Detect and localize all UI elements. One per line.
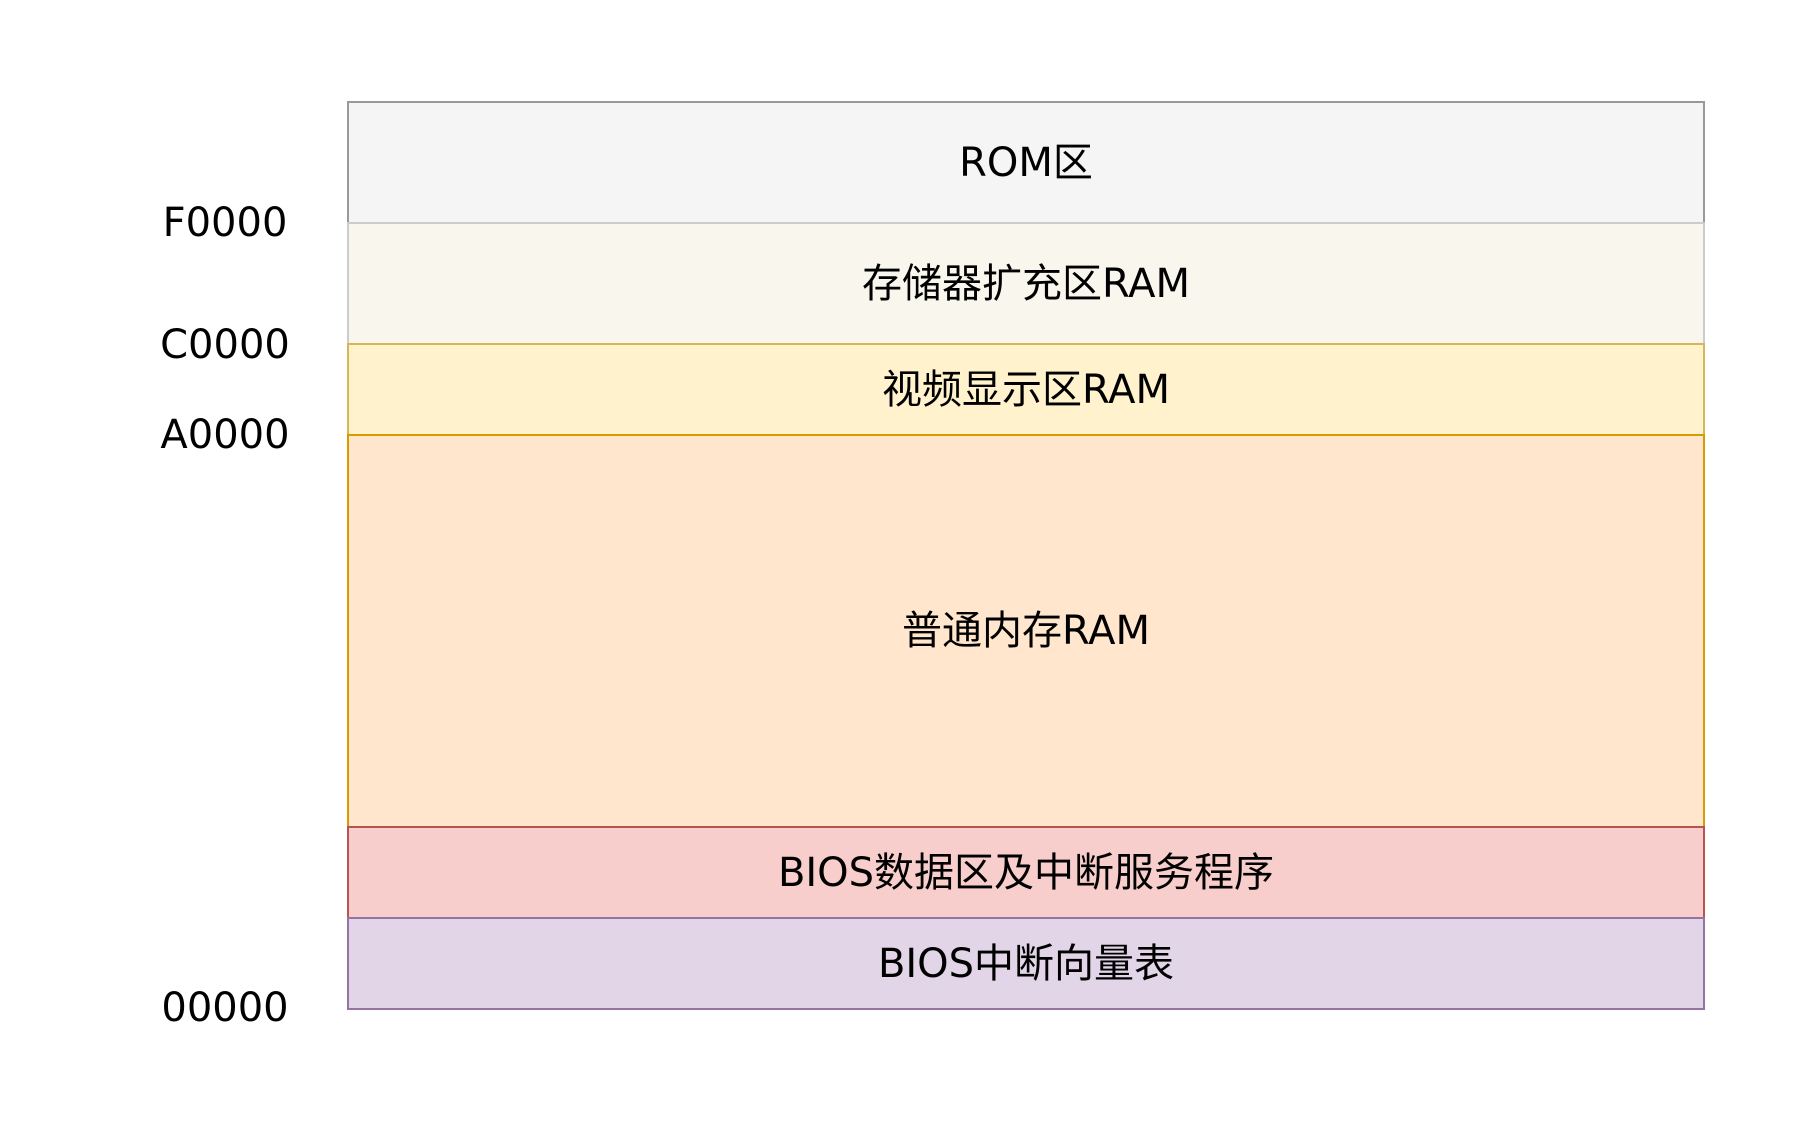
region-label-conventional-ram: 普通内存RAM [901,608,1151,654]
address-label-c0000: C0000 [160,322,290,368]
region-conventional-ram: 普通内存RAM [347,434,1705,828]
region-label-memory-expansion-ram: 存储器扩充区RAM [861,260,1191,307]
region-bios-data-isr: BIOS数据区及中断服务程序 [347,826,1705,919]
address-label-a0000: A0000 [160,412,290,458]
region-label-bios-data-isr: BIOS数据区及中断服务程序 [777,849,1275,896]
region-rom: ROM区 [347,101,1705,224]
region-label-bios-interrupt-vector-table: BIOS中断向量表 [877,940,1175,987]
region-memory-expansion-ram: 存储器扩充区RAM [347,222,1705,345]
region-label-rom: ROM区 [959,139,1093,186]
address-label-00000: 00000 [161,985,289,1031]
region-bios-interrupt-vector-table: BIOS中断向量表 [347,917,1705,1010]
region-label-video-ram: 视频显示区RAM [881,366,1171,413]
region-video-ram: 视频显示区RAM [347,343,1705,436]
address-label-f0000: F0000 [162,200,288,246]
